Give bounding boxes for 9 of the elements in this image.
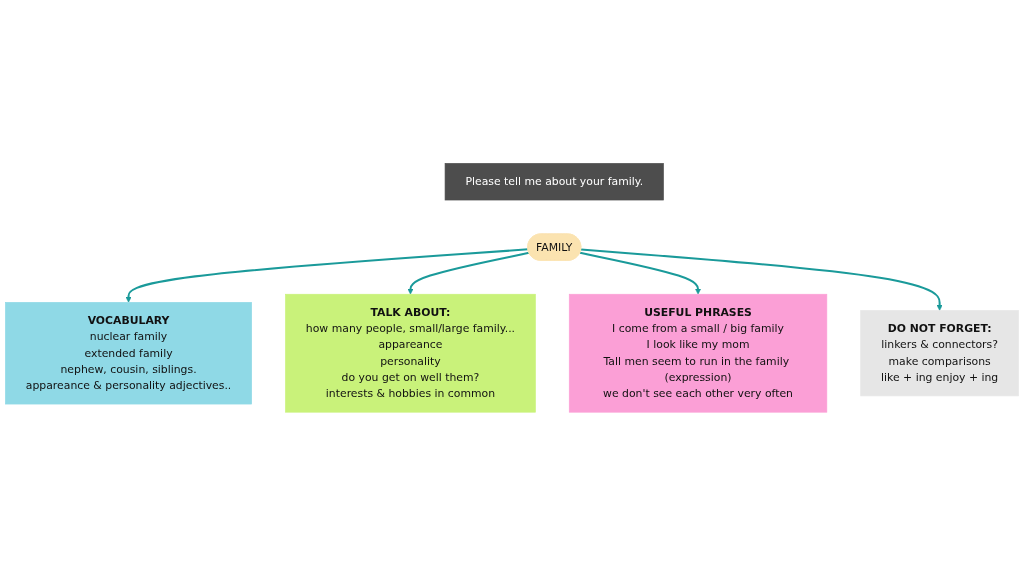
arrow: [125, 248, 529, 303]
node-box: TALK ABOUT: how many people, small/large family... appareance personality do you get on well them? interests & hobbies in common: [285, 294, 536, 413]
node-box: VOCABULARY nuclear family extended family nephew, cousin, siblings. appareance & personality adjectives..: [5, 302, 252, 405]
arrow: [407, 252, 530, 295]
arrow: [580, 248, 943, 311]
arrow: [579, 252, 702, 295]
node-box: DO NOT FORGET: linkers & connectors? make comparisons like + ing enjoy + ing: [860, 310, 1019, 397]
node-box: Please tell me about your family.: [444, 163, 664, 201]
node-box: USEFUL PHRASES I come from a small / big family I look like my mom Tall men seem to run in the family (expression) we don't see each other very often: [568, 294, 828, 413]
